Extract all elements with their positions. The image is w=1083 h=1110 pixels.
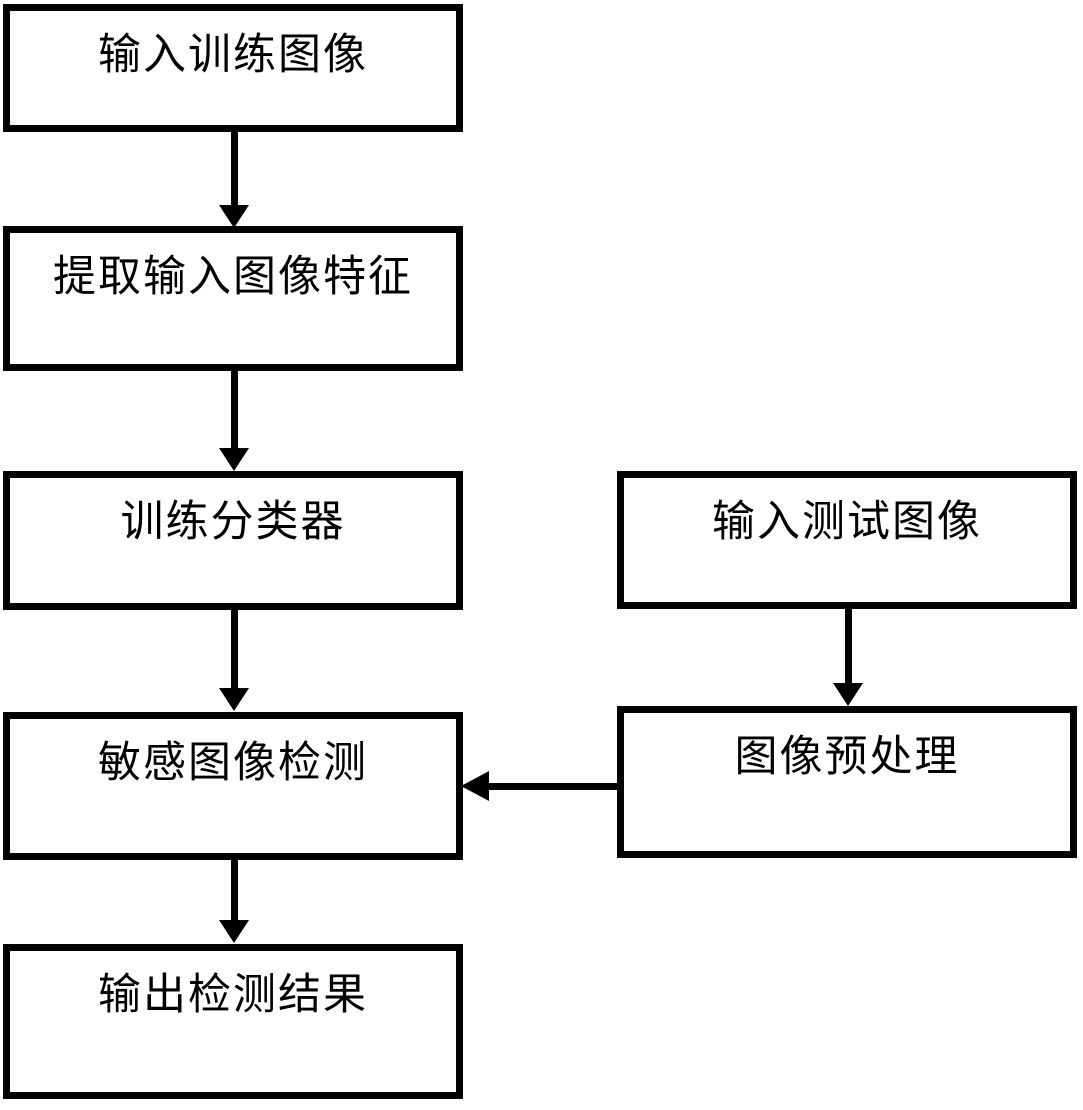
flow-node-preprocess-label: 图像预处理 bbox=[734, 732, 960, 782]
arrow-train-classifier-to-sensitive-detect-stem bbox=[231, 610, 238, 689]
arrow-input-test-to-preprocess-stem bbox=[845, 609, 852, 684]
flow-node-input-training-label: 输入训练图像 bbox=[98, 30, 368, 80]
flow-node-preprocess: 图像预处理 bbox=[617, 706, 1077, 858]
arrow-down-icon bbox=[219, 688, 249, 711]
arrow-down-icon bbox=[219, 920, 249, 943]
flow-node-sensitive-detect: 敏感图像检测 bbox=[3, 712, 463, 860]
flow-node-input-training: 输入训练图像 bbox=[3, 4, 463, 132]
flow-node-input-test-label: 输入测试图像 bbox=[712, 497, 982, 547]
flow-node-train-classifier: 训练分类器 bbox=[3, 471, 463, 610]
arrow-input-training-to-extract-features-stem bbox=[231, 132, 238, 207]
flow-node-train-classifier-label: 训练分类器 bbox=[120, 497, 346, 547]
arrow-left-icon bbox=[461, 771, 489, 801]
flow-node-output-result: 输出检测结果 bbox=[3, 944, 463, 1099]
flow-node-extract-features: 提取输入图像特征 bbox=[3, 226, 463, 371]
flow-node-input-test: 输入测试图像 bbox=[617, 471, 1077, 609]
flow-node-sensitive-detect-label: 敏感图像检测 bbox=[98, 738, 368, 788]
arrow-preprocess-to-sensitive-detect-stem bbox=[487, 783, 617, 790]
arrow-extract-features-to-train-classifier-stem bbox=[231, 371, 238, 449]
arrow-down-icon bbox=[219, 205, 249, 228]
arrow-down-icon bbox=[219, 448, 249, 471]
arrow-sensitive-detect-to-output-result-stem bbox=[231, 860, 238, 921]
flow-node-output-result-label: 输出检测结果 bbox=[98, 970, 368, 1020]
arrow-down-icon bbox=[833, 683, 863, 706]
flow-node-extract-features-label: 提取输入图像特征 bbox=[53, 252, 413, 302]
